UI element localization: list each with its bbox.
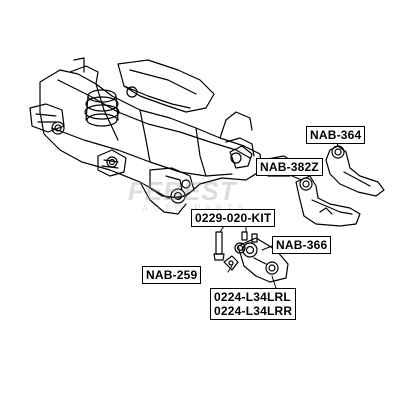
bushing-nab-259 [223, 255, 239, 271]
watermark-sub: AUTO PARTS [142, 203, 249, 213]
mount-boot [84, 89, 120, 127]
watermark-brand: FEBEST [128, 176, 237, 206]
label-lower-arm: 0224-L34LRL 0224-L34LRR [210, 288, 297, 320]
arm-nab-382z [295, 175, 361, 227]
label-kit: 0229-020-KIT [191, 209, 276, 227]
label-nab-259: NAB-259 [142, 266, 202, 284]
label-arm-left: 0224-L34LRL [214, 290, 291, 304]
subframe-drawing [29, 57, 297, 215]
arm-nab-364 [325, 145, 385, 197]
label-arm-right: 0224-L34LRR [214, 304, 293, 318]
label-nab-364: NAB-364 [306, 126, 366, 144]
subframe-bushings [51, 86, 242, 204]
label-nab-366: NAB-366 [272, 236, 332, 254]
lower-arm [237, 237, 289, 283]
label-nab-382z: NAB-382Z [256, 158, 323, 176]
